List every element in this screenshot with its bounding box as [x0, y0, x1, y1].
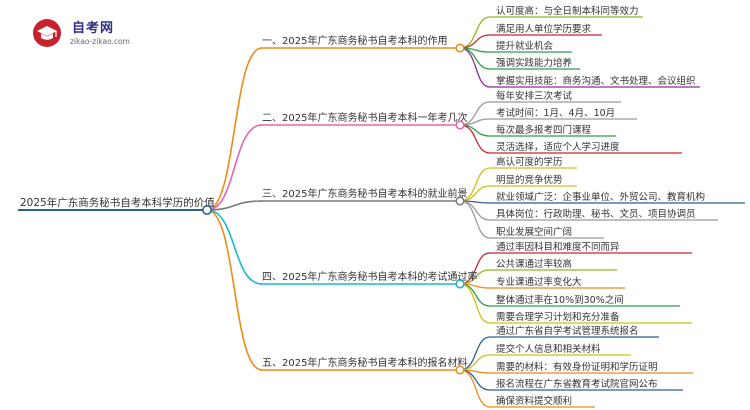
branch-label: 五、2025年广东商务秘书自考本科的报名材料	[262, 356, 467, 369]
branch-node-circle	[455, 120, 465, 130]
child-label: 灵活选择，适应个人学习进度	[496, 141, 620, 153]
child-label: 职业发展空间广阔	[496, 226, 572, 238]
root-topic: 2025年广东商务秘书自考本科学历的价值	[20, 196, 215, 209]
child-label: 明显的竞争优势	[496, 174, 563, 186]
branch-node-circle	[455, 43, 465, 53]
child-label: 通过广东省自学考试管理系统报名	[496, 325, 639, 337]
child-label: 提升就业机会	[496, 40, 554, 52]
branch-connector	[206, 209, 263, 285]
branch-label: 一、2025年广东商务秘书自考本科的作用	[262, 34, 447, 47]
branch-label: 二、2025年广东商务秘书自考本科一年考几次	[262, 111, 467, 124]
branch-node-circle	[455, 196, 465, 206]
child-label: 需要的材料：有效身份证明和学历证明	[496, 361, 658, 373]
child-label: 通过率因科目和难度不同而异	[496, 241, 620, 253]
branch-connector	[206, 209, 263, 371]
child-label: 就业领域广泛：企事业单位、外贸公司、教育机构	[496, 191, 705, 203]
child-connector	[459, 34, 491, 49]
child-label: 高认可度的学历	[496, 156, 563, 168]
child-label: 满足用人单位学历要求	[496, 23, 592, 35]
child-connector	[459, 283, 491, 324]
child-label: 强调实践能力培养	[496, 57, 573, 69]
child-label: 掌握实用技能：商务沟通、文书处理、会议组织	[496, 75, 696, 87]
child-label: 认可度高：与全日制本科同等效力	[496, 5, 639, 17]
child-connector	[459, 47, 491, 88]
child-connector	[459, 369, 491, 408]
child-label: 考试时间：1月、4月、10月	[496, 107, 615, 119]
child-label: 专业课通过率变化大	[496, 276, 582, 288]
child-label: 每年安排三次考试	[496, 90, 573, 102]
branch-node-circle	[455, 279, 465, 289]
branch-label: 三、2025年广东商务秘书自考本科的就业前景	[262, 187, 467, 200]
child-label: 确保资料提交顺利	[496, 395, 572, 407]
branch-label: 四、2025年广东商务秘书自考本科的考试通过率	[262, 270, 477, 283]
child-connector	[459, 124, 491, 137]
logo-url: zikao-zikao.com	[70, 37, 130, 46]
child-label: 每次最多报考四门课程	[496, 124, 592, 136]
root-node-circle	[202, 205, 213, 216]
graduation-cap-icon	[33, 19, 61, 47]
child-label: 公共课通过率较高	[496, 258, 572, 270]
child-label: 报名流程在广东省教育考试院官网公布	[496, 378, 658, 390]
branch-connector	[206, 47, 263, 211]
child-label: 需要合理学习计划和充分准备	[496, 311, 620, 323]
branch-connector	[206, 200, 263, 211]
child-label: 提交个人信息和相关材料	[496, 343, 601, 355]
branch-connector	[206, 124, 263, 211]
logo-title: 自考网	[72, 21, 115, 36]
child-label: 整体通过率在10%到30%之间	[496, 294, 624, 306]
child-label: 具体岗位：行政助理、秘书、文员、项目协调员	[496, 208, 696, 220]
branch-node-circle	[455, 365, 465, 375]
site-logo: 自考网 zikao-zikao.com	[32, 16, 152, 50]
child-connector	[459, 16, 491, 49]
